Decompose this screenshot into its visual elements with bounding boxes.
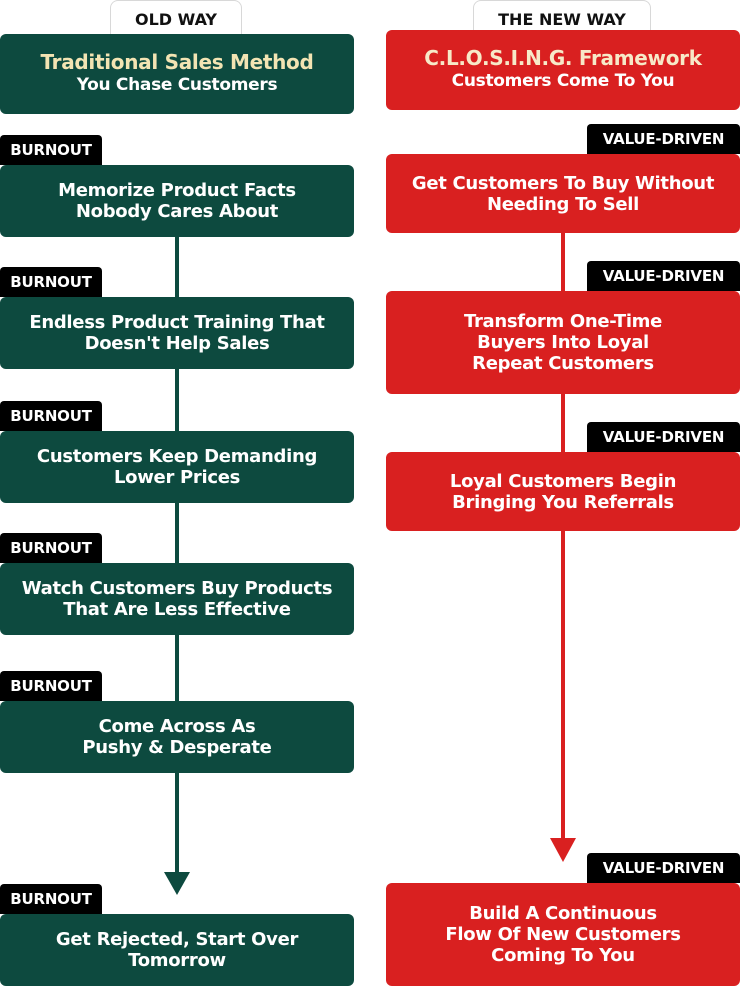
- step-text-line: Bringing You Referrals: [452, 491, 674, 513]
- value-driven-tag: VALUE-DRIVEN: [587, 124, 740, 154]
- burnout-tag: BURNOUT: [0, 135, 102, 165]
- step-text-line: Get Customers To Buy Without: [411, 172, 715, 194]
- new-way-step-2: Transform One-Time Buyers Into Loyal Rep…: [386, 291, 740, 394]
- new-way-step-4: Build A Continuous Flow Of New Customers…: [386, 883, 740, 986]
- new-way-title: C.L.O.S.I.N.G. Framework: [424, 46, 702, 70]
- new-way-step-1: Get Customers To Buy Without Needing To …: [386, 154, 740, 233]
- step-text-line: Watch Customers Buy Products: [21, 578, 333, 599]
- step-text-line: Come Across As: [98, 716, 256, 737]
- old-way-title-box: Traditional Sales Method You Chase Custo…: [0, 34, 354, 114]
- step-text-line: Nobody Cares About: [75, 201, 279, 222]
- old-way-step-5: Come Across As Pushy & Desperate: [0, 701, 354, 773]
- step-text-line: Buyers Into Loyal: [477, 332, 649, 353]
- new-way-step-3: Loyal Customers Begin Bringing You Refer…: [386, 452, 740, 531]
- old-way-subtitle: You Chase Customers: [76, 75, 278, 95]
- step-text-line: Build A Continuous: [469, 903, 657, 924]
- old-way-header: OLD WAY: [110, 0, 242, 37]
- old-way-title: Traditional Sales Method: [40, 50, 314, 74]
- old-way-step-1: Memorize Product Facts Nobody Cares Abou…: [0, 165, 354, 237]
- burnout-tag: BURNOUT: [0, 267, 102, 297]
- step-text-line: Doesn't Help Sales: [84, 333, 270, 354]
- burnout-tag: BURNOUT: [0, 401, 102, 431]
- value-driven-tag: VALUE-DRIVEN: [587, 853, 740, 883]
- old-way-step-3: Customers Keep Demanding Lower Prices: [0, 431, 354, 503]
- step-text-line: Endless Product Training That: [29, 312, 325, 333]
- step-text-line: Lower Prices: [113, 467, 241, 488]
- old-way-arrowhead-icon: [164, 872, 190, 895]
- step-text-line: Customers Keep Demanding: [36, 446, 318, 467]
- step-text-line: Get Rejected, Start Over: [55, 929, 299, 950]
- burnout-tag: BURNOUT: [0, 533, 102, 563]
- new-way-arrowhead-icon: [550, 838, 576, 862]
- step-text-line: Loyal Customers Begin: [449, 470, 677, 492]
- value-driven-tag: VALUE-DRIVEN: [587, 261, 740, 291]
- old-way-step-2: Endless Product Training That Doesn't He…: [0, 297, 354, 369]
- new-way-subtitle: Customers Come To You: [451, 71, 675, 91]
- step-text-line: Transform One-Time: [463, 311, 663, 332]
- step-text-line: Needing To Sell: [486, 193, 640, 215]
- step-text-line: Memorize Product Facts: [58, 180, 296, 201]
- old-way-step-4: Watch Customers Buy Products That Are Le…: [0, 563, 354, 635]
- old-way-step-6: Get Rejected, Start Over Tomorrow: [0, 914, 354, 986]
- value-driven-tag: VALUE-DRIVEN: [587, 422, 740, 452]
- step-text-line: Flow Of New Customers: [445, 924, 681, 945]
- step-text-line: Pushy & Desperate: [82, 737, 272, 758]
- step-text-line: Coming To You: [491, 945, 635, 966]
- new-way-title-box: C.L.O.S.I.N.G. Framework Customers Come …: [386, 30, 740, 110]
- step-text-line: That Are Less Effective: [63, 599, 291, 620]
- burnout-tag: BURNOUT: [0, 884, 102, 914]
- step-text-line: Tomorrow: [128, 950, 226, 971]
- step-text-line: Repeat Customers: [472, 353, 654, 374]
- burnout-tag: BURNOUT: [0, 671, 102, 701]
